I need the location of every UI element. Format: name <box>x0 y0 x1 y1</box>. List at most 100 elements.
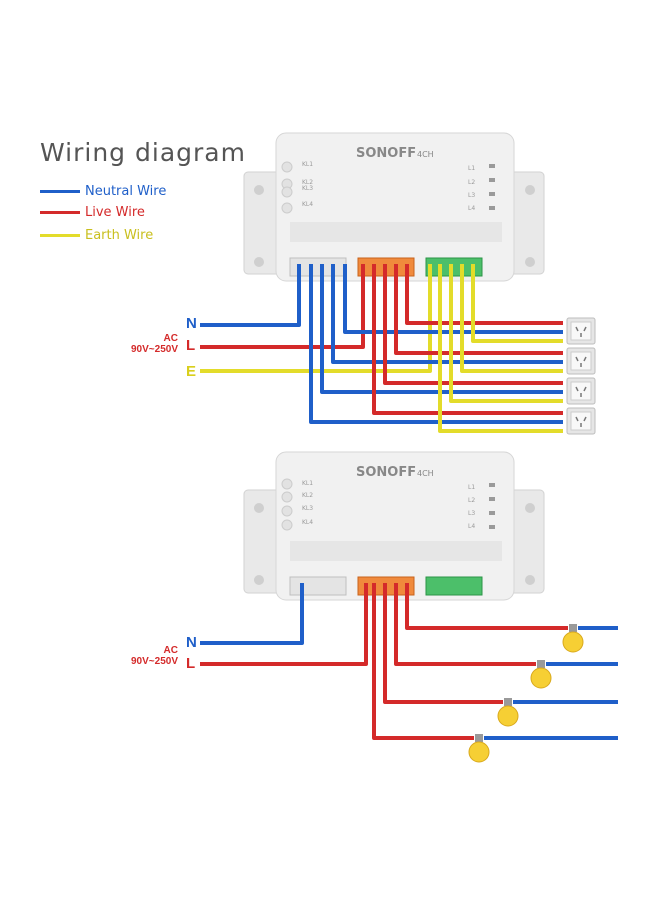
diagram-title: Wiring diagram <box>40 138 246 167</box>
neutral-to-outlet-1 <box>343 264 563 334</box>
device-1-input-1: KL1 <box>302 161 313 168</box>
device-2-output-1: L1 <box>468 484 475 491</box>
device-1-led <box>489 192 495 196</box>
legend-live: Live Wire <box>40 203 145 221</box>
legend-neutral-label: Neutral Wire <box>85 183 167 199</box>
device-2-brand: SONOFF <box>356 465 416 480</box>
supply-live-wire-1 <box>200 264 365 349</box>
device-2-earth-terminal-block <box>425 576 483 596</box>
live-to-bulb-1 <box>405 583 568 630</box>
outlets <box>566 317 596 435</box>
device-1-button <box>281 186 293 198</box>
bulbs <box>468 624 584 763</box>
legend-earth-label: Earth Wire <box>85 227 154 243</box>
sonoff-device-1: SONOFF 4CH KL1 KL2 KL3 KL4 L1 L2 L3 L4 <box>243 132 545 282</box>
wiring-1 <box>200 264 563 433</box>
device-2-screw-hole <box>525 575 535 585</box>
ac-text-1: AC <box>163 333 178 344</box>
device-2-label-strip <box>290 541 502 561</box>
device-2-button <box>281 491 293 503</box>
live-to-bulb-2 <box>394 583 536 666</box>
device-2-output-3: L3 <box>468 510 475 517</box>
device-1-model: 4CH <box>417 150 434 159</box>
device-1-label-strip <box>290 222 502 242</box>
device-2-button <box>281 478 293 490</box>
earth-to-outlet-4 <box>438 264 563 433</box>
light-bulb-icon <box>497 698 519 727</box>
legend-neutral-swatch <box>40 189 80 193</box>
light-bulb-icon <box>530 660 552 689</box>
device-2-output-2: L2 <box>468 497 475 504</box>
terminal-n-label-1: N <box>186 315 197 332</box>
device-1-screw-hole <box>254 185 264 195</box>
device-1-input-3: KL3 <box>302 185 313 192</box>
supply-neutral-wire-1 <box>200 264 301 327</box>
device-1-led <box>489 206 495 210</box>
legend-live-swatch <box>40 210 80 214</box>
terminal-n-label-2: N <box>186 634 197 651</box>
device-1-output-4: L4 <box>468 205 475 212</box>
supply-live-wire-2 <box>200 583 368 666</box>
terminal-l-label-2: L <box>186 655 196 672</box>
legend-neutral: Neutral Wire <box>40 182 166 200</box>
device-2-button <box>281 505 293 517</box>
device-2-input-4: KL4 <box>302 519 313 526</box>
device-1-button <box>281 161 293 173</box>
live-to-outlet-3 <box>383 264 563 385</box>
device-2-led <box>489 511 495 515</box>
device-1-output-1: L1 <box>468 165 475 172</box>
device-2-input-1: KL1 <box>302 480 313 487</box>
earth-to-outlet-3 <box>449 264 563 403</box>
ac-label-1: AC 90V~250V <box>118 333 178 355</box>
device-2-neutral-terminal-block <box>289 576 347 596</box>
device-1-button <box>281 202 293 214</box>
earth-to-outlet-1 <box>471 264 563 343</box>
wiring-2 <box>200 583 618 740</box>
legend-earth-swatch <box>40 233 80 237</box>
device-1-screw-hole <box>254 257 264 267</box>
neutral-to-outlet-3 <box>320 264 563 394</box>
sonoff-device-2: SONOFF 4CH KL1 KL2 KL3 KL4 L1 L2 L3 L4 <box>243 451 545 601</box>
device-2-input-2: KL2 <box>302 492 313 499</box>
power-outlet-icon <box>566 317 596 345</box>
legend-earth: Earth Wire <box>40 226 153 244</box>
neutral-to-outlet-4 <box>309 264 563 424</box>
power-outlet-icon <box>566 377 596 405</box>
device-1-screw-hole <box>525 257 535 267</box>
device-2-led <box>489 525 495 529</box>
device-2-output-4: L4 <box>468 523 475 530</box>
device-1-output-3: L3 <box>468 192 475 199</box>
ac-text-2: AC <box>163 645 178 656</box>
device-1-screw-hole <box>525 185 535 195</box>
ac-label-2: AC 90V~250V <box>118 645 178 667</box>
device-1-input-4: KL4 <box>302 201 313 208</box>
device-2-led <box>489 497 495 501</box>
live-to-bulb-3 <box>383 583 503 704</box>
voltage-text-1: 90V~250V <box>131 344 178 355</box>
device-1-led <box>489 178 495 182</box>
terminal-e-label-1: E <box>186 363 197 380</box>
device-2-model: 4CH <box>417 469 434 478</box>
live-to-outlet-2 <box>394 264 563 355</box>
light-bulb-icon <box>562 624 584 653</box>
device-1-input-2: KL2 <box>302 179 313 186</box>
device-2-led <box>489 483 495 487</box>
device-2-button <box>281 519 293 531</box>
device-1-output-2: L2 <box>468 179 475 186</box>
supply-earth-wire-1 <box>200 264 432 373</box>
device-2-screw-hole <box>254 503 264 513</box>
live-to-outlet-1 <box>405 264 563 325</box>
live-to-outlet-4 <box>372 264 563 415</box>
legend-live-label: Live Wire <box>85 204 145 220</box>
device-2-screw-hole <box>254 575 264 585</box>
voltage-text-2: 90V~250V <box>131 656 178 667</box>
earth-to-outlet-2 <box>460 264 563 373</box>
neutral-to-outlet-2 <box>331 264 563 364</box>
supply-neutral-wire-2 <box>200 583 304 645</box>
device-1-brand: SONOFF <box>356 146 416 161</box>
light-bulb-icon <box>468 734 490 763</box>
live-to-bulb-4 <box>372 583 474 740</box>
device-2-screw-hole <box>525 503 535 513</box>
terminal-l-label-1: L <box>186 337 196 354</box>
